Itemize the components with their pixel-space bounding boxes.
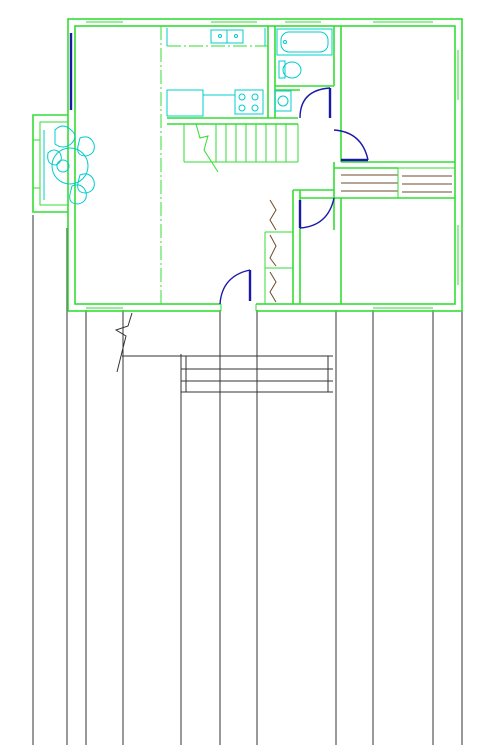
bathroom-fixtures: [274, 28, 333, 112]
dining-table: [51, 147, 89, 185]
hallway-closets: [269, 199, 277, 303]
toilet: [278, 60, 286, 79]
break-line-deck: [114, 312, 133, 373]
bath-sink: [274, 90, 292, 112]
bathtub: [276, 28, 333, 56]
deck-lines: [32, 215, 463, 745]
break-line-stair: [195, 123, 219, 173]
stove: [234, 89, 264, 115]
interior-stair: [183, 124, 299, 163]
interior-walls: [160, 26, 455, 304]
entry-opening: [221, 301, 256, 313]
exterior-walls: [32, 18, 463, 312]
living-room-furniture: [43, 125, 95, 205]
doors: [219, 87, 369, 305]
sofa: [54, 125, 76, 148]
kitchen-fixtures: [166, 28, 266, 117]
closet-north-east: [341, 167, 456, 199]
deck-stair: [122, 355, 333, 393]
